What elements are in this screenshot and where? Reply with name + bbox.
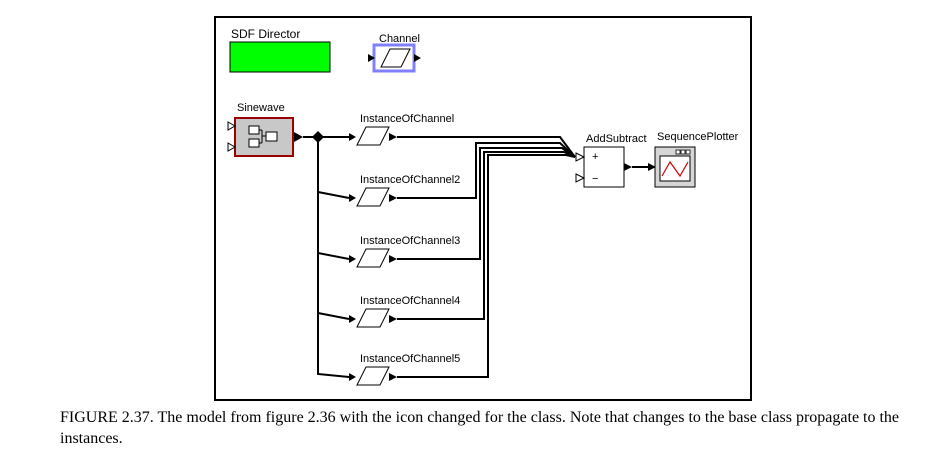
instance-output-port-icon — [389, 315, 397, 323]
instance-label: InstanceOfChannel5 — [360, 353, 460, 365]
instance-of-channel-1[interactable]: InstanceOfChannel — [349, 113, 454, 146]
plus-input-port-icon — [575, 152, 586, 162]
instance-input-port-icon — [349, 315, 356, 323]
figure-caption: FIGURE 2.37. The model from figure 2.36 … — [60, 409, 900, 447]
sequence-plotter-actor[interactable]: SequencePlotter — [648, 131, 739, 188]
sdf-director-label: SDF Director — [231, 27, 300, 41]
composite-actor-icon — [248, 125, 278, 148]
sine-trace-icon — [661, 160, 689, 178]
instance-input-port-icon — [349, 373, 356, 381]
add-subtract-output-port-icon — [624, 163, 632, 171]
instance-output-port-icon — [389, 373, 397, 381]
sinewave-box — [234, 117, 294, 157]
instance-parallelogram-icon — [356, 308, 390, 328]
add-subtract-actor[interactable]: AddSubtract + − — [575, 133, 647, 188]
instance-of-channel-3[interactable]: InstanceOfChannel3 — [349, 235, 460, 268]
source-wires — [303, 131, 350, 378]
instance-parallelogram-icon — [356, 187, 390, 207]
instance-output-port-icon — [389, 194, 397, 202]
instance-label: InstanceOfChannel2 — [360, 174, 460, 186]
instance-parallelogram-icon — [356, 366, 390, 386]
minus-input-port-icon — [575, 173, 586, 183]
add-subtract-box — [583, 146, 625, 188]
channel-class-label: Channel — [379, 33, 420, 45]
instance-of-channel-5[interactable]: InstanceOfChannel5 — [349, 353, 460, 386]
window-buttons-icon — [675, 149, 691, 155]
channel-class-output-port-icon — [414, 54, 421, 62]
instance-output-port-icon — [389, 255, 397, 263]
sinewave-output-port-icon — [294, 132, 303, 142]
minus-sign: − — [592, 173, 598, 185]
channel-class-input-port-icon — [368, 54, 375, 62]
sinewave-input-port-1-icon — [227, 121, 237, 131]
sdf-director[interactable]: SDF Director — [229, 27, 331, 73]
instance-parallelogram-icon — [356, 248, 390, 268]
instance-input-port-icon — [349, 194, 356, 202]
sdf-director-box — [229, 41, 331, 73]
sequence-plotter-label: SequencePlotter — [657, 131, 739, 143]
instance-of-channel-2[interactable]: InstanceOfChannel2 — [349, 174, 460, 207]
instance-label: InstanceOfChannel4 — [360, 295, 460, 307]
instance-label: InstanceOfChannel3 — [360, 235, 460, 247]
instance-wires — [397, 136, 576, 378]
sinewave-label: Sinewave — [237, 102, 285, 114]
plus-sign: + — [592, 151, 598, 163]
instance-input-port-icon — [349, 133, 356, 141]
add-subtract-label: AddSubtract — [586, 133, 647, 145]
sinewave-input-port-2-icon — [227, 142, 237, 152]
instance-input-port-icon — [349, 255, 356, 263]
instance-list: InstanceOfChannel InstanceOfChannel2 Ins… — [349, 113, 460, 386]
instance-label: InstanceOfChannel — [360, 113, 454, 125]
instance-output-port-icon — [389, 133, 397, 141]
channel-class[interactable]: Channel — [368, 33, 421, 73]
channel-class-parallelogram-icon — [380, 48, 411, 68]
instance-of-channel-4[interactable]: InstanceOfChannel4 — [349, 295, 460, 328]
instance-parallelogram-icon — [356, 126, 390, 146]
sinewave-actor[interactable]: Sinewave — [227, 102, 303, 157]
plotter-input-port-icon — [648, 163, 656, 171]
